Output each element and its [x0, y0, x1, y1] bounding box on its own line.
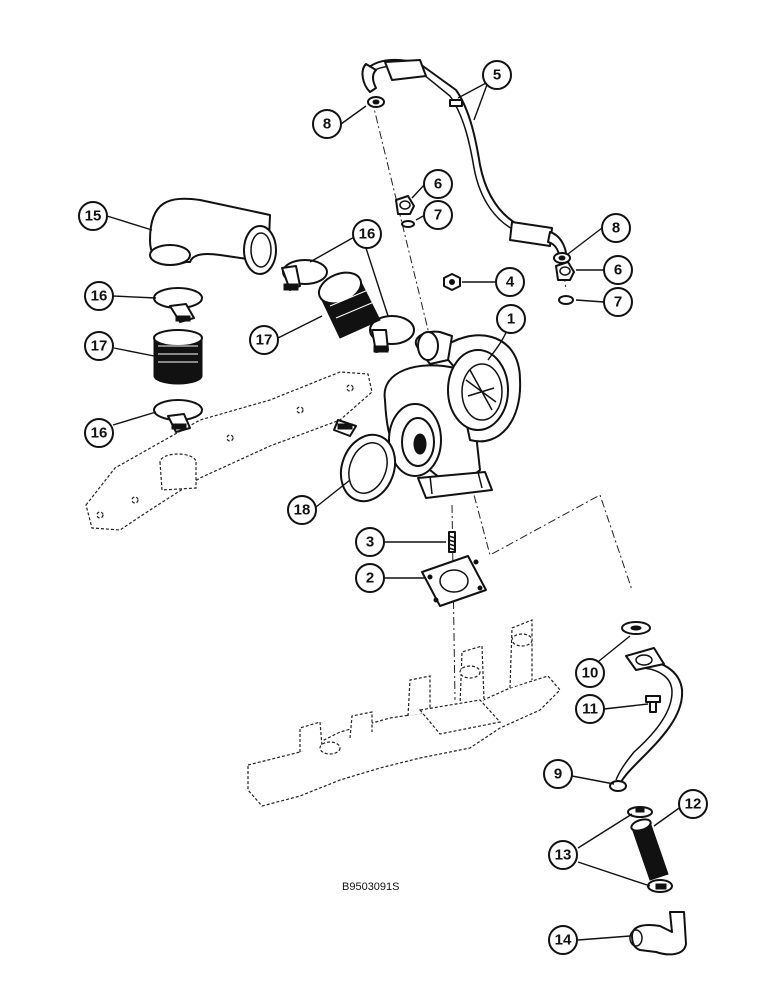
bolt [645, 695, 661, 713]
callout-8-right: 8 [601, 213, 631, 243]
svg-text:12: 12 [685, 796, 702, 813]
figure-code: B9503091S [342, 881, 400, 893]
callout-16-mid: 16 [352, 219, 382, 249]
svg-text:2: 2 [366, 570, 374, 587]
fitting-right [555, 261, 575, 281]
callout-2: 2 [355, 563, 385, 593]
callout-6-right: 6 [603, 255, 633, 285]
callout-15: 15 [78, 201, 108, 231]
callout-6-top: 6 [423, 169, 453, 199]
svg-text:5: 5 [493, 67, 501, 84]
rubber-hose-mid [317, 271, 381, 339]
hose-clamp-left-top [153, 287, 203, 323]
svg-text:11: 11 [582, 701, 598, 718]
svg-text:6: 6 [614, 262, 622, 279]
callout-7-right: 7 [603, 287, 633, 317]
oil-return-hose [630, 818, 669, 881]
o-ring-top [401, 220, 415, 228]
callout-8-top: 8 [312, 109, 342, 139]
callout-1: 1 [496, 304, 526, 334]
hose-clamp-left-bottom [153, 399, 203, 433]
svg-text:14: 14 [555, 932, 572, 949]
svg-text:1: 1 [507, 311, 515, 328]
callout-16-left-bottom: 16 [84, 418, 114, 448]
svg-text:8: 8 [323, 116, 331, 133]
svg-text:4: 4 [506, 274, 515, 291]
svg-text:16: 16 [91, 425, 108, 442]
washer-top [367, 96, 385, 108]
svg-text:3: 3 [366, 534, 374, 551]
svg-text:15: 15 [85, 208, 102, 225]
washer-right [553, 252, 571, 264]
oil-supply-tube [361, 58, 568, 265]
rubber-hose-left [153, 329, 203, 385]
callout-3: 3 [355, 527, 385, 557]
callout-17-mid: 17 [249, 325, 279, 355]
v-band-clamp [333, 419, 397, 503]
hose-clamp-return-top [627, 806, 653, 818]
drain-elbow [629, 911, 687, 956]
callout-16-left-top: 16 [84, 281, 114, 311]
o-ring-right [558, 295, 574, 305]
turbo-gasket [421, 555, 487, 607]
callout-18: 18 [287, 495, 317, 525]
exhaust-manifold [247, 619, 561, 807]
callout-11: 11 [575, 694, 605, 724]
svg-text:7: 7 [614, 294, 622, 311]
hose-clamp-upper-mid [281, 259, 328, 291]
intake-elbow [149, 197, 277, 275]
callout-10: 10 [575, 658, 605, 688]
svg-text:10: 10 [582, 665, 599, 682]
svg-text:6: 6 [434, 176, 442, 193]
svg-text:17: 17 [91, 338, 108, 355]
svg-text:16: 16 [359, 226, 376, 243]
stud [448, 531, 456, 553]
svg-text:8: 8 [612, 220, 620, 237]
svg-text:18: 18 [294, 502, 311, 519]
hose-clamp-return-bottom [647, 879, 673, 893]
hose-clamp-right-mid [369, 315, 415, 353]
callout-17-left: 17 [84, 331, 114, 361]
fitting-top [395, 195, 415, 215]
oil-return-tube [609, 647, 684, 792]
callout-9: 9 [543, 759, 573, 789]
return-tube-gasket [621, 621, 651, 635]
svg-text:17: 17 [256, 332, 273, 349]
nut [443, 273, 461, 291]
callout-14: 14 [548, 925, 578, 955]
callout-13: 13 [548, 840, 578, 870]
callout-5: 5 [482, 60, 512, 90]
callout-7-top: 7 [423, 200, 453, 230]
callout-4: 4 [495, 267, 525, 297]
svg-text:7: 7 [434, 207, 442, 224]
svg-text:9: 9 [554, 766, 562, 783]
turbocharger [383, 330, 522, 499]
svg-text:16: 16 [91, 288, 108, 305]
intake-manifold [85, 371, 373, 531]
callout-12: 12 [678, 789, 708, 819]
svg-text:13: 13 [555, 847, 572, 864]
